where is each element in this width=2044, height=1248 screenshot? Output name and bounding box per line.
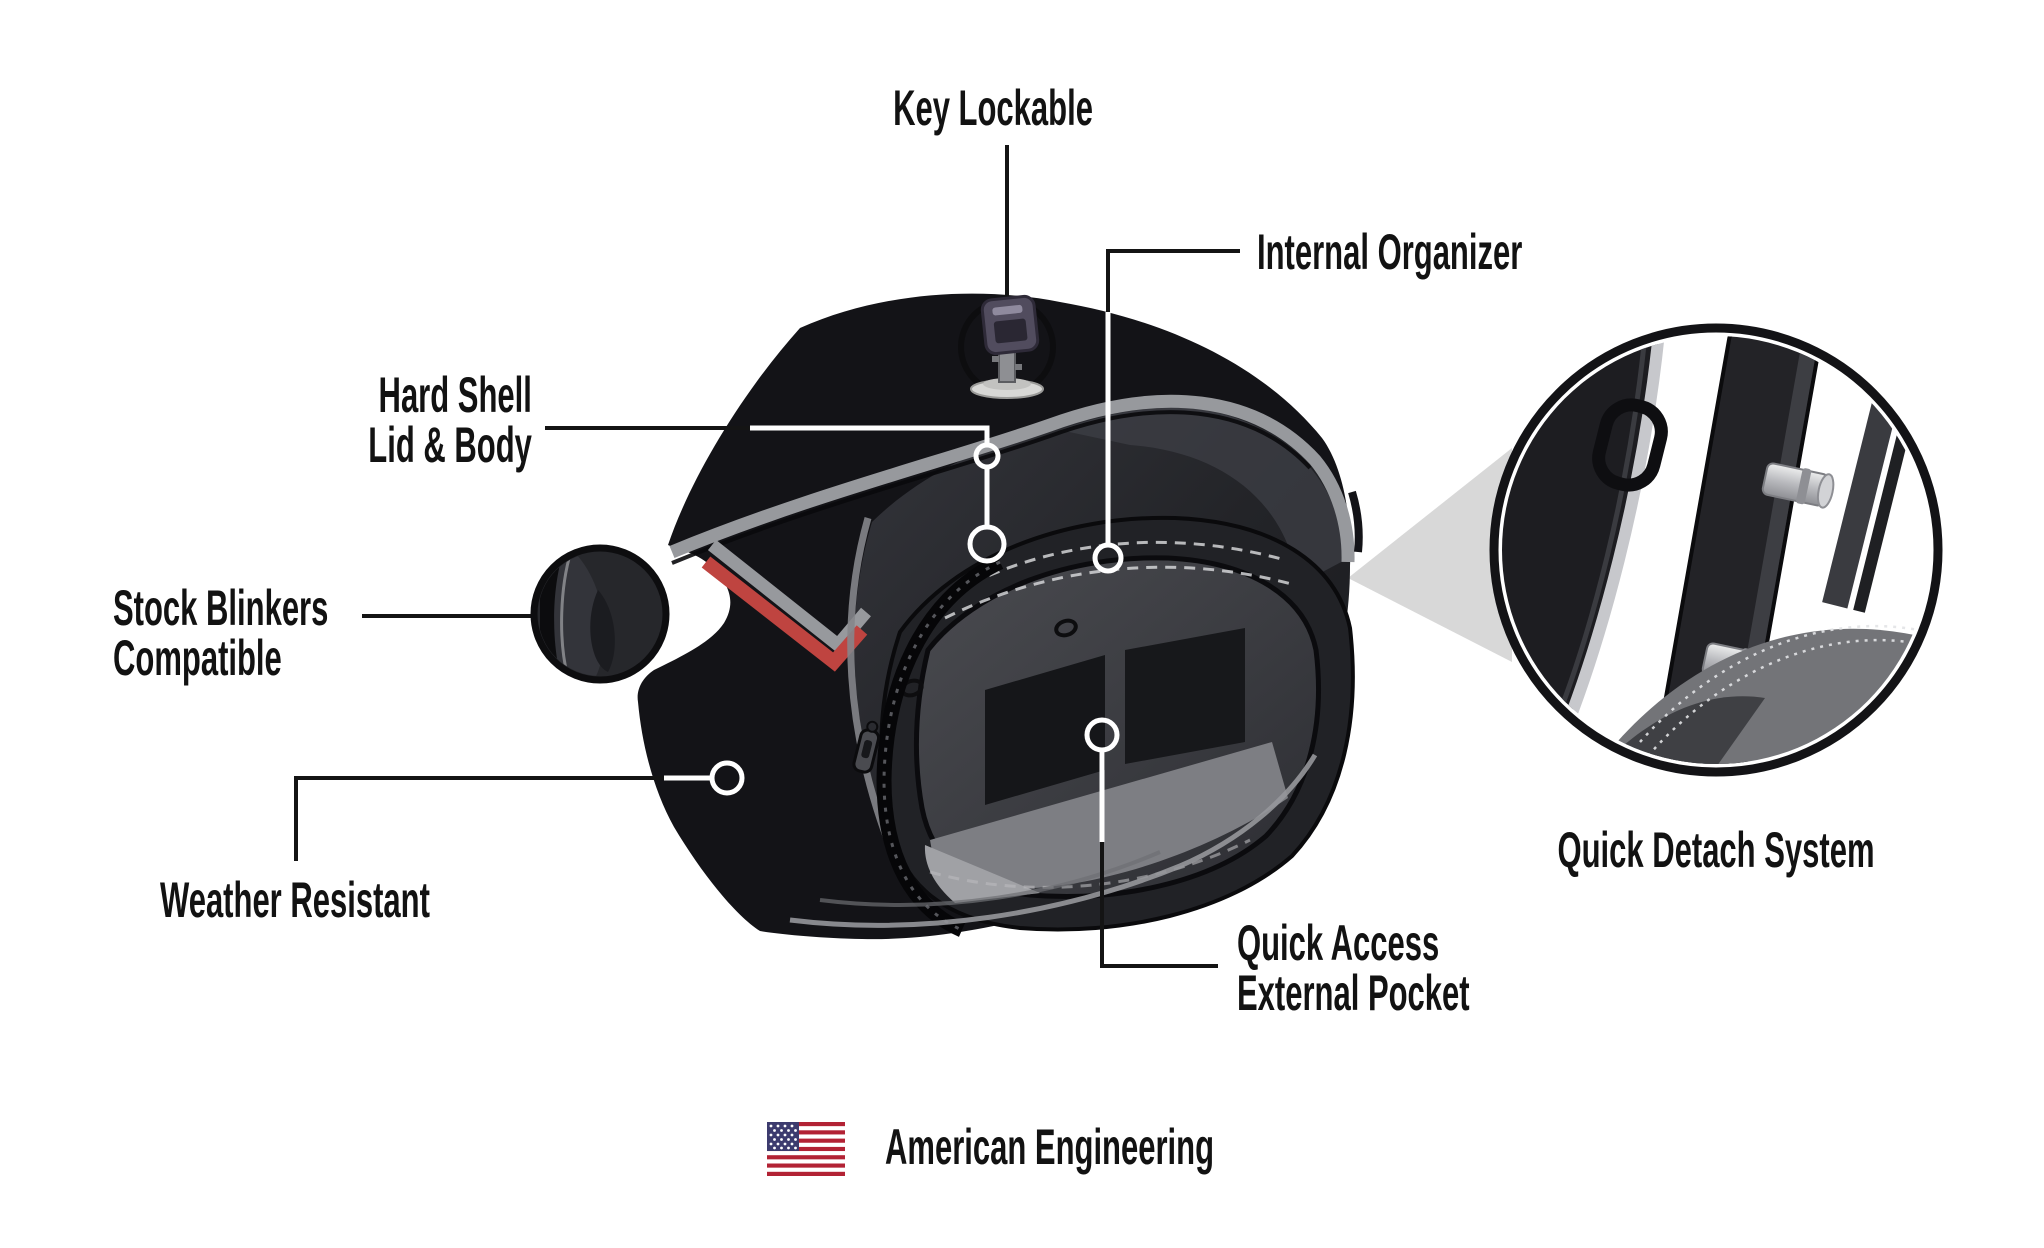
blinker-detail-shadow (590, 590, 615, 672)
key-lock (958, 294, 1056, 399)
zipper (852, 555, 1004, 937)
anchor-circle-internal-organizer (1092, 542, 1124, 574)
pocket-light-wedge (924, 845, 1040, 903)
zipper-teeth (882, 560, 1001, 932)
zipper-pull (852, 720, 881, 774)
callout-label-stock-blinkers: Stock Blinkers Compatible (113, 580, 329, 686)
flag-stripes (767, 1126, 845, 1172)
flap-loop-right (1054, 618, 1078, 638)
callout-label-key-lockable: Key Lockable (893, 80, 1093, 136)
bottom-rim-highlight (789, 753, 1318, 928)
flag-stars (769, 1124, 797, 1150)
callout-line-hard-shell-white (750, 425, 990, 445)
callout-label-quick-detach: Quick Detach System (1557, 822, 1875, 878)
pocket-window-right (1125, 628, 1245, 764)
pocket-light-band (930, 742, 1288, 889)
qd-pin-top (1761, 462, 1835, 509)
callout-label-internal-organizer: Internal Organizer (1257, 224, 1523, 280)
quick-detach-inset-circle (1489, 323, 1943, 777)
footer-tagline: American Engineering (885, 1119, 1215, 1175)
callout-label-weather-resistant: Weather Resistant (160, 872, 430, 928)
callout-line-weather-resistant (294, 776, 664, 861)
pocket-window-left (985, 655, 1105, 805)
bottom-rim-highlight-2 (819, 850, 1161, 907)
callout-lines (294, 145, 1240, 968)
stitch-line-bottom (929, 838, 1251, 889)
callout-label-quick-access: Quick Access External Pocket (1237, 915, 1470, 1021)
lid-gap-line (671, 410, 1312, 565)
callout-label-hard-shell: Hard Shell Lid & Body (368, 367, 532, 473)
qd-hook (1592, 398, 1668, 492)
anchor-circle-weather-resistant (709, 760, 745, 796)
callout-line-quick-access (1100, 842, 1218, 968)
blinker-inset-circle (530, 544, 670, 684)
lid-trim (669, 394, 1355, 563)
us-flag-icon (767, 1122, 845, 1176)
blinker-detail-edge (560, 552, 574, 676)
flag-canton (767, 1122, 799, 1151)
stitch-line-top (954, 540, 1286, 594)
accent-stripe-gray (707, 539, 871, 655)
magnify-cone (1348, 448, 1512, 662)
callout-line-internal-organizer (1106, 249, 1240, 312)
anchor-circle-body (967, 524, 1007, 564)
right-edge-tab (1348, 490, 1363, 553)
key-icon (970, 294, 1044, 399)
face-sheen (1060, 407, 1345, 585)
